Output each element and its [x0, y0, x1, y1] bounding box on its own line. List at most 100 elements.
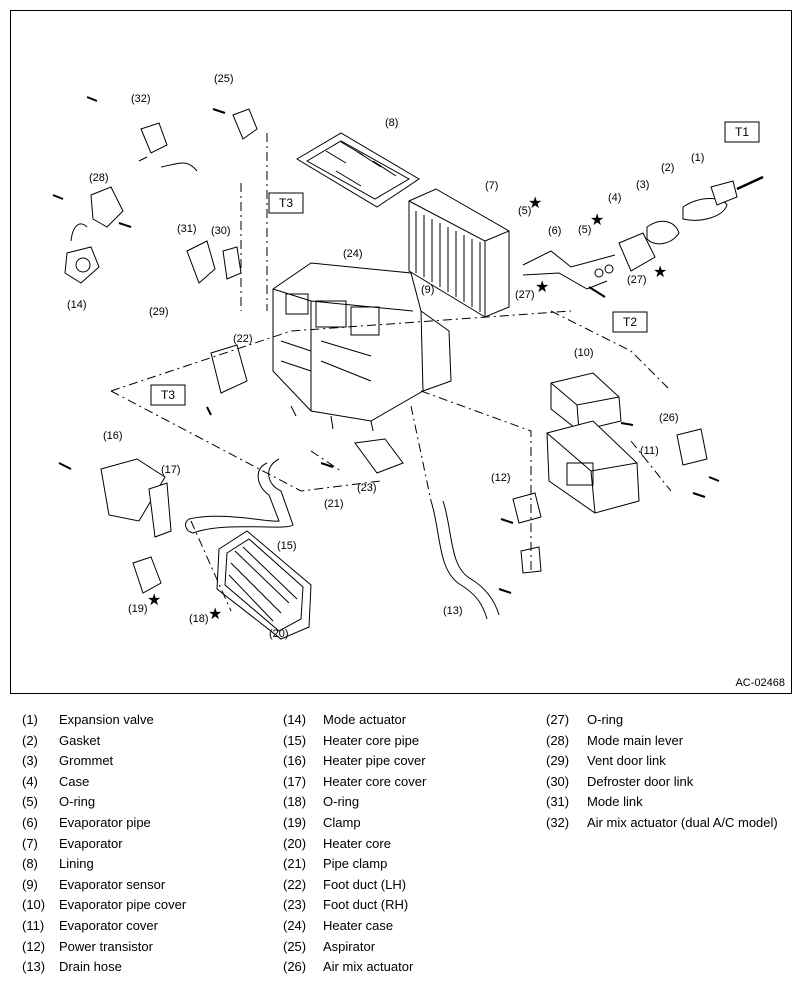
legend-item-label: Clamp — [323, 814, 361, 830]
legend-item-label: Heater pipe cover — [323, 753, 426, 769]
star-markers: ★★★★★★ — [147, 195, 667, 623]
legend-item-label: Lining — [59, 856, 94, 872]
legend-item-label: Evaporator — [59, 835, 123, 851]
legend-item-number: (27) — [546, 712, 570, 727]
callout-c24: (24) — [343, 248, 363, 260]
legend-item-label: Foot duct (LH) — [323, 876, 407, 892]
legend-item-number: (13) — [22, 959, 46, 975]
callout-c10: (10) — [574, 347, 594, 359]
torque-tag-t3a: T3 — [268, 192, 304, 214]
callout-c6: (6) — [548, 225, 561, 237]
legend-item-label: Air mix actuator — [323, 959, 414, 975]
legend-item-number: (20) — [283, 835, 307, 851]
legend-item-label: Grommet — [59, 753, 114, 769]
evaporator-cover-part — [546, 372, 640, 514]
legend-item-number: (10) — [22, 897, 46, 913]
callout-c11: (11) — [640, 445, 659, 457]
legend-item-label: Foot duct (RH) — [323, 897, 409, 913]
diagram-code: AC-02468 — [735, 677, 785, 689]
legend-item-label: Mode link — [587, 794, 643, 810]
legend-item-label: Heater core cover — [323, 773, 427, 789]
callout-c12: (12) — [491, 472, 511, 484]
callout-c1: (1) — [691, 152, 704, 164]
callout-c19: (19) — [128, 603, 148, 615]
legend-item-label: O-ring — [587, 712, 624, 727]
legend-item-number: (17) — [283, 773, 307, 789]
callout-c13: (13) — [443, 605, 463, 617]
legend-item-number: (22) — [283, 876, 307, 892]
star-marker: ★ — [653, 264, 667, 281]
callout-c21: (21) — [324, 498, 344, 510]
legend-item-number: (5) — [22, 794, 38, 810]
callout-c9: (9) — [421, 284, 434, 296]
legend-item-label: Mode main lever — [587, 732, 684, 748]
callout-c28: (28) — [89, 172, 109, 184]
legend-item-label: Vent door link — [587, 753, 666, 769]
torque-tag-t3b: T3 — [150, 384, 186, 406]
callout-c32: (32) — [131, 93, 151, 105]
legend-item-label: O-ring — [323, 794, 360, 810]
legend-item-number: (9) — [22, 876, 38, 892]
legend-item-number: (15) — [283, 732, 307, 748]
legend-item-label: Expansion valve — [59, 712, 154, 727]
legend-item-label: O-ring — [59, 794, 96, 810]
evaporator-part — [408, 188, 510, 318]
callout-c22: (22) — [233, 333, 253, 345]
legend-item-label: Heater core pipe — [323, 732, 420, 748]
callout-c15: (15) — [277, 540, 297, 552]
assembly-lines — [110, 133, 672, 612]
heater-case-part — [272, 262, 452, 432]
exploded-diagram-frame: (1)(2)(3)(4)(5)(5)(6)(7)(8)(9)(10)(11)(1… — [10, 10, 792, 694]
legend-item-label: Drain hose — [59, 959, 122, 975]
callout-labels: (1)(2)(3)(4)(5)(5)(6)(7)(8)(9)(10)(11)(1… — [67, 73, 704, 640]
star-marker: ★ — [535, 279, 549, 296]
legend-item-number: (4) — [22, 773, 38, 789]
legend-item-number: (32) — [546, 814, 570, 830]
callout-c14: (14) — [67, 299, 87, 311]
callout-c27b: (27) — [627, 274, 647, 286]
legend-item-number: (6) — [22, 814, 38, 830]
legend-item-label: Evaporator cover — [59, 917, 158, 933]
legend-item-number: (19) — [283, 814, 307, 830]
torque-tag-t2: T2 — [612, 311, 648, 333]
expansion-valve-part — [522, 175, 764, 290]
legend-item-number: (29) — [546, 753, 570, 769]
star-marker: ★ — [528, 195, 542, 212]
callout-c3: (3) — [636, 179, 649, 191]
legend-item-number: (28) — [546, 732, 570, 748]
legend-item-label: Defroster door link — [587, 773, 694, 789]
legend-item-label: Evaporator pipe cover — [59, 897, 187, 913]
callout-c25: (25) — [214, 73, 234, 85]
legend-item-number: (25) — [283, 938, 307, 954]
legend-item-number: (1) — [22, 712, 38, 727]
callout-c18: (18) — [189, 613, 209, 625]
torque-tag-label: T3 — [279, 196, 293, 210]
lining-part — [296, 132, 420, 208]
aspirator-part — [138, 108, 258, 172]
legend-item-number: (7) — [22, 835, 38, 851]
callout-c16: (16) — [103, 430, 123, 442]
callout-c7: (7) — [485, 180, 498, 192]
star-marker: ★ — [208, 606, 222, 623]
mode-actuator-part — [64, 186, 242, 284]
legend-item-number: (26) — [283, 959, 307, 975]
legend-item-label: Mode actuator — [323, 712, 407, 727]
power-transistor-part — [512, 428, 708, 574]
foot-duct-part — [210, 344, 404, 474]
callout-c30: (30) — [211, 225, 231, 237]
callout-c5b: (5) — [578, 224, 591, 236]
callout-c31: (31) — [177, 223, 197, 235]
callout-c27a: (27) — [515, 289, 535, 301]
callout-c29: (29) — [149, 306, 169, 318]
torque-tag-t1: T1 — [724, 121, 760, 143]
callout-c8: (8) — [385, 117, 398, 129]
legend-item-label: Pipe clamp — [323, 856, 388, 872]
torque-tag-label: T1 — [735, 125, 749, 139]
legend-item-label: Air mix actuator (dual A/C model) — [587, 814, 778, 830]
legend-item-number: (14) — [283, 712, 307, 727]
legend-item-number: (21) — [283, 856, 307, 872]
legend-item-label: Evaporator pipe — [59, 814, 151, 830]
callout-c2: (2) — [661, 162, 674, 174]
legend-item-number: (18) — [283, 794, 307, 810]
